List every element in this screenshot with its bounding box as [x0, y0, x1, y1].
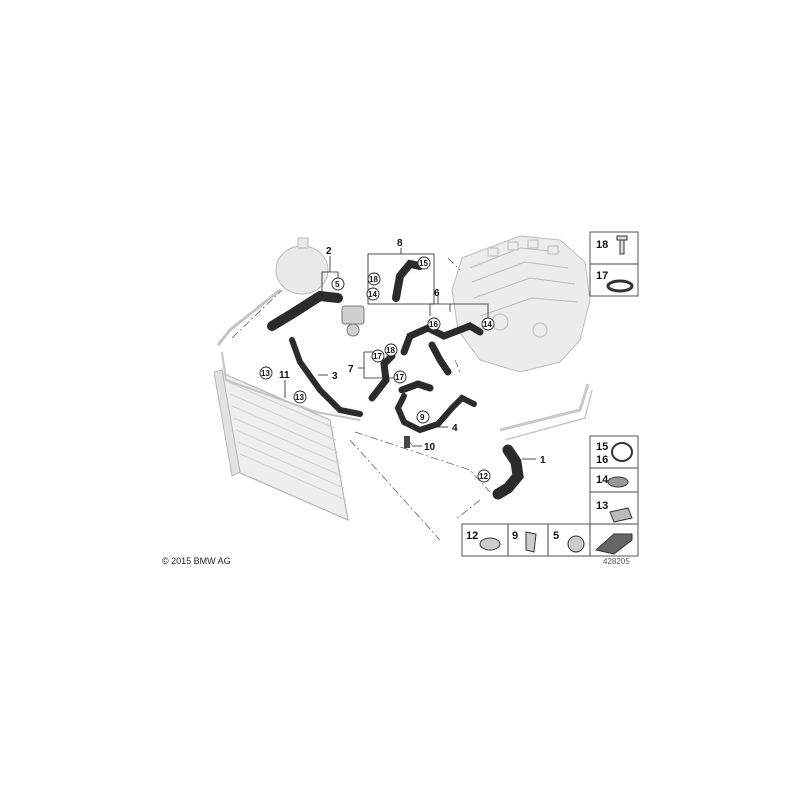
callout-labels: 1 2 3 4 6 7 8 10 11 [279, 238, 546, 466]
diagram-number: 428205 [603, 557, 630, 566]
callout-5-circled: 5 [335, 280, 340, 289]
callout-18-top: 18 [369, 275, 378, 284]
table-label-13: 13 [596, 500, 608, 512]
table-label-5: 5 [553, 530, 559, 542]
copyright-text: © 2015 BMW AG [162, 556, 231, 566]
hose-6 [400, 322, 484, 376]
hose-4 [394, 393, 477, 434]
table-label-18: 18 [596, 239, 608, 251]
callout-15-top: 15 [419, 259, 428, 268]
parts-table-bottom [461, 523, 639, 557]
callout-12-circled: 12 [479, 472, 488, 481]
callout-leaders [284, 248, 536, 460]
callout-13-lower: 13 [295, 393, 304, 402]
callout-9-circled: 9 [420, 413, 425, 422]
table-label-12: 12 [466, 530, 478, 542]
callout-4: 4 [452, 423, 458, 434]
callout-14-mid: 14 [483, 320, 492, 329]
hose-1 [492, 444, 524, 500]
table-label-9: 9 [512, 530, 518, 542]
callout-10: 10 [424, 442, 436, 453]
callout-13-upper: 13 [261, 369, 270, 378]
part-10 [404, 436, 410, 448]
callout-16-mid: 16 [429, 320, 438, 329]
callout-17-left: 17 [373, 352, 382, 361]
parts-table-right-icons [606, 235, 634, 523]
hose-7 [368, 352, 434, 402]
callout-17-low: 17 [395, 373, 404, 382]
assembly-lines [231, 257, 491, 541]
parts-table-right-labels: 18 17 15 16 14 13 [596, 239, 609, 512]
callout-1: 1 [540, 455, 546, 466]
table-label-15: 15 [596, 441, 608, 453]
hose-3 [289, 337, 363, 417]
callout-11: 11 [279, 370, 290, 381]
overflow-pipe [216, 288, 361, 421]
coolant-pipe [499, 383, 593, 441]
callout-7: 7 [348, 364, 354, 375]
circled-callouts [259, 256, 495, 483]
circled-callout-labels: 5 13 13 18 14 15 16 14 18 17 17 9 12 [261, 259, 492, 481]
table-label-14: 14 [596, 474, 609, 486]
radiator [213, 369, 349, 521]
parts-table-bottom-icons [479, 531, 633, 555]
table-label-16: 16 [596, 454, 608, 466]
callout-14-top: 14 [368, 290, 377, 299]
callout-6: 6 [434, 288, 440, 299]
hose-8 [392, 259, 424, 302]
callout-2: 2 [326, 246, 332, 257]
parts-table-bottom-labels: 12 9 5 [466, 530, 559, 542]
callout-3: 3 [332, 371, 338, 382]
table-label-17: 17 [596, 270, 608, 282]
expansion-tank [275, 237, 329, 295]
callout-18-mid: 18 [386, 346, 395, 355]
callout-8: 8 [397, 238, 403, 249]
fitting-5 [341, 305, 365, 337]
hose-2 [267, 290, 343, 331]
